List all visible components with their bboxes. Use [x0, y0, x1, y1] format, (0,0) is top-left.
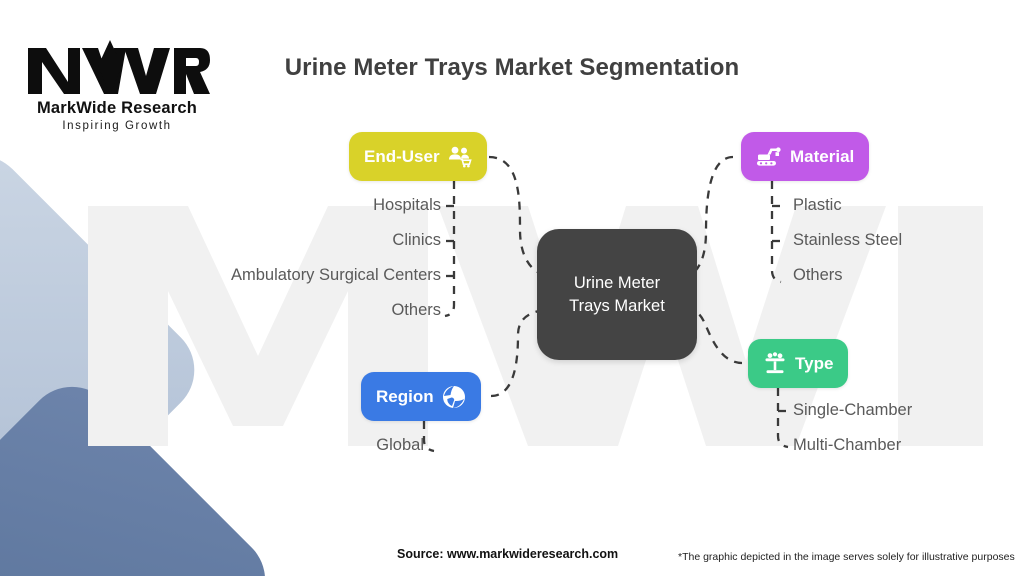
- center-node-line2: Trays Market: [569, 296, 665, 315]
- brand-logo: MarkWide Research Inspiring Growth: [24, 36, 210, 134]
- connector-enduser-spine: [444, 181, 456, 318]
- branch-node-region[interactable]: Region: [361, 372, 481, 421]
- brand-name: MarkWide Research: [36, 99, 198, 117]
- center-node: Urine Meter Trays Market: [537, 229, 697, 360]
- branch-label-end-user: End-User: [364, 146, 440, 166]
- connector-region-spine: [422, 421, 435, 453]
- branch-label-material: Material: [790, 146, 855, 166]
- branch-label-region: Region: [376, 386, 434, 406]
- connector-type-center: [688, 307, 743, 365]
- logo-mark-icon: [28, 40, 210, 94]
- leaf-type-0: Single-Chamber: [793, 401, 913, 419]
- connector-material-spine: [770, 181, 782, 284]
- brand-tagline: Inspiring Growth: [62, 120, 172, 132]
- connector-type-spine: [776, 388, 789, 449]
- disclaimer-text: *The graphic depicted in the image serve…: [678, 551, 1015, 563]
- users-cart-icon: [448, 146, 472, 168]
- center-node-line1: Urine Meter: [573, 274, 661, 293]
- leaf-type-1: Multi-Chamber: [793, 436, 902, 454]
- leaf-end-user-0: Hospitals: [373, 196, 441, 214]
- connector-enduser-center: [488, 155, 546, 277]
- leaf-material-1: Stainless Steel: [793, 231, 903, 249]
- branch-node-material[interactable]: Material: [741, 132, 870, 181]
- branch-label-type: Type: [795, 353, 834, 373]
- globe-icon: [442, 385, 466, 409]
- branch-node-end-user[interactable]: End-User: [349, 132, 487, 181]
- leaf-material-0: Plastic: [793, 196, 842, 214]
- branch-node-type[interactable]: Type: [748, 339, 849, 388]
- source-text: Source: www.markwideresearch.com: [397, 547, 619, 561]
- tray-stand-icon: [763, 351, 787, 376]
- excavator-icon: [756, 146, 782, 168]
- connector-material-center: [689, 155, 734, 277]
- leaf-material-2: Others: [793, 266, 843, 284]
- connector-region-center: [490, 308, 545, 398]
- leaf-end-user-2: Ambulatory Surgical Centers: [230, 266, 441, 284]
- page-title: Urine Meter Trays Market Segmentation: [284, 54, 740, 81]
- leaf-region-0: Global: [376, 436, 424, 454]
- leaf-end-user-1: Clinics: [392, 231, 441, 249]
- leaf-end-user-3: Others: [391, 301, 441, 319]
